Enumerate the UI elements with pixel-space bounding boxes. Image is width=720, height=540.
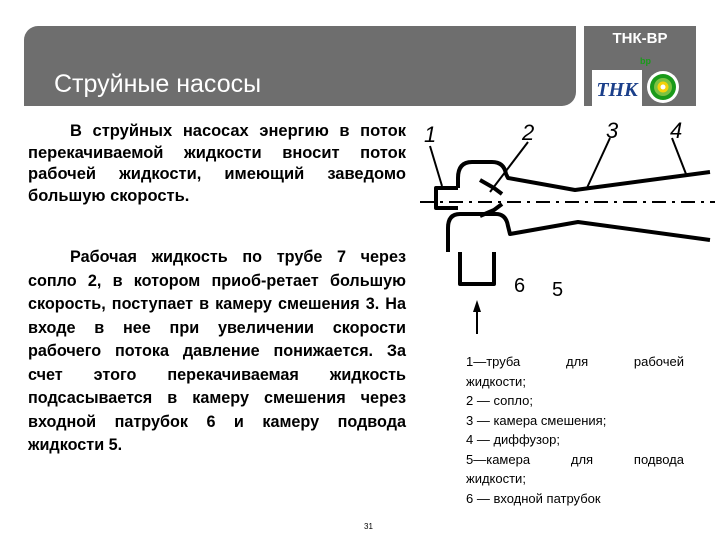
legend-line: 4 — диффузор; xyxy=(466,432,560,447)
inlet-pipe-cap xyxy=(434,186,458,210)
leader-1 xyxy=(429,145,443,187)
bp-helios-icon xyxy=(647,71,679,103)
pump-lower-wall xyxy=(446,212,711,252)
header-band xyxy=(24,26,576,106)
logo-text: ТНК-ВР xyxy=(612,30,668,47)
paragraph-intro: В струйных насосах энергию в поток перек… xyxy=(28,122,406,206)
page-number: 31 xyxy=(364,522,373,531)
label-5: 5 xyxy=(552,279,563,301)
diagram-legend: 1—труба для рабочей жидкости; 2 — сопло;… xyxy=(466,352,684,508)
leader-2 xyxy=(489,141,529,193)
logo-tnk-text: ТНК xyxy=(596,79,639,101)
leader-3 xyxy=(585,137,611,191)
legend-line: 1—труба для рабочей xyxy=(466,354,684,369)
label-3: 3 xyxy=(606,118,619,143)
pump-upper-wall xyxy=(456,160,711,192)
label-2: 2 xyxy=(521,120,534,145)
leader-4 xyxy=(671,137,687,175)
jet-pump-diagram: 1 2 3 4 6 5 xyxy=(420,118,715,334)
legend-line: жидкости; xyxy=(466,471,526,486)
legend-line: 2 — сопло; xyxy=(466,393,533,408)
tnk-logo-icon: ТНК xyxy=(592,70,642,106)
label-4: 4 xyxy=(670,118,682,143)
legend-line: жидкости; xyxy=(466,373,526,389)
inlet-pipe-6 xyxy=(458,252,496,286)
company-logo: ТНК-ВР ТНК bp xyxy=(584,26,696,106)
label-1: 1 xyxy=(424,122,436,147)
nozzle-2 xyxy=(479,178,504,218)
paragraph-description: Рабочая жидкость по трубе 7 через сопло … xyxy=(28,248,406,454)
legend-line: 5—камера для подвода xyxy=(466,451,684,467)
bp-label: bp xyxy=(640,56,651,66)
legend-line: 3 — камера смешения; xyxy=(466,412,607,428)
page-title: Струйные насосы xyxy=(54,70,262,98)
label-6: 6 xyxy=(514,275,525,297)
suction-arrow-icon xyxy=(473,300,481,312)
legend-line: 6 — входной патрубок xyxy=(466,490,601,506)
